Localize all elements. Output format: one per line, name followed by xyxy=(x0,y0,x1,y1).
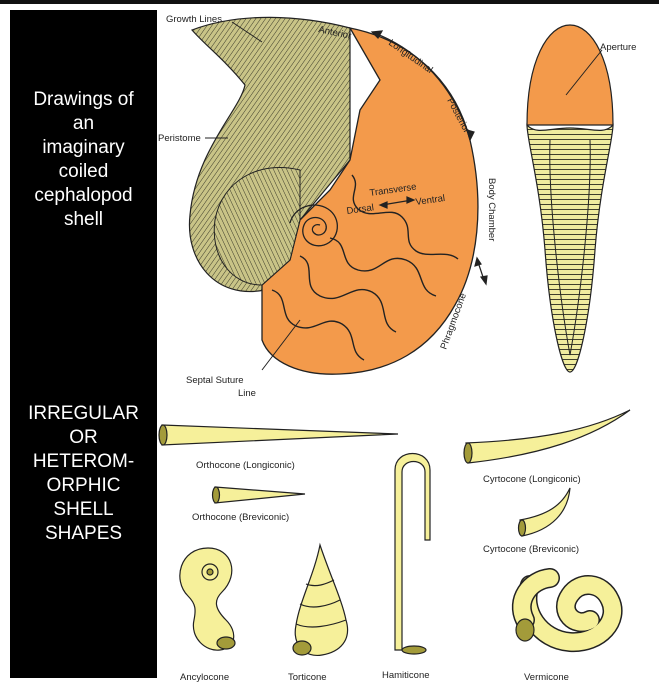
torticone-drawing xyxy=(293,545,348,655)
label-body-chamber: Body Chamber xyxy=(486,178,497,241)
label-cyrtocone-breviconic: Cyrtocone (Breviconic) xyxy=(483,544,579,555)
label-septal-line: Line xyxy=(238,388,256,399)
hamiticone-drawing xyxy=(395,454,430,655)
label-vermicone: Vermicone xyxy=(524,672,569,683)
orthocone-longiconic-drawing xyxy=(159,425,398,445)
shell-figure: Growth Lines Anterior Longitudinal Poste… xyxy=(157,0,659,684)
label-cyrtocone-longiconic: Cyrtocone (Longiconic) xyxy=(483,474,581,485)
sidebar: Drawings of an imaginary coiled cephalop… xyxy=(10,10,157,678)
cyrtocone-longiconic-drawing xyxy=(464,410,630,463)
label-septal-suture: Septal Suture xyxy=(186,375,244,386)
coiled-shell-drawing: Growth Lines Anterior Longitudinal Poste… xyxy=(158,14,497,399)
orthocone-breviconic-drawing xyxy=(213,487,306,503)
label-orthocone-longiconic: Orthocone (Longiconic) xyxy=(196,460,295,471)
chamber-divider-arrow xyxy=(475,258,487,284)
label-growth-lines: Growth Lines xyxy=(166,14,222,25)
aperture-orange-body xyxy=(527,25,613,125)
label-ancylocone: Ancylocone xyxy=(180,672,229,683)
label-peristome: Peristome xyxy=(158,133,201,144)
label-hamiticone: Hamiticone xyxy=(382,670,430,681)
ancylocone-drawing xyxy=(180,548,235,650)
label-orthocone-breviconic: Orthocone (Breviconic) xyxy=(192,512,289,523)
heteromorphic-shapes xyxy=(159,410,630,655)
aperture-ribbed-phragmocone xyxy=(527,125,613,372)
sidebar-title-coiled-shell: Drawings of an imaginary coiled cephalop… xyxy=(10,88,157,232)
cyrtocone-breviconic-drawing xyxy=(519,488,571,536)
vermicone-drawing xyxy=(516,578,613,642)
sidebar-title-heteromorphic-shapes: IRREGULAR OR HETEROM- ORPHIC SHELL SHAPE… xyxy=(10,402,157,546)
label-torticone: Torticone xyxy=(288,672,327,683)
aperture-view-drawing: Aperture xyxy=(527,25,636,372)
label-aperture: Aperture xyxy=(600,42,636,53)
